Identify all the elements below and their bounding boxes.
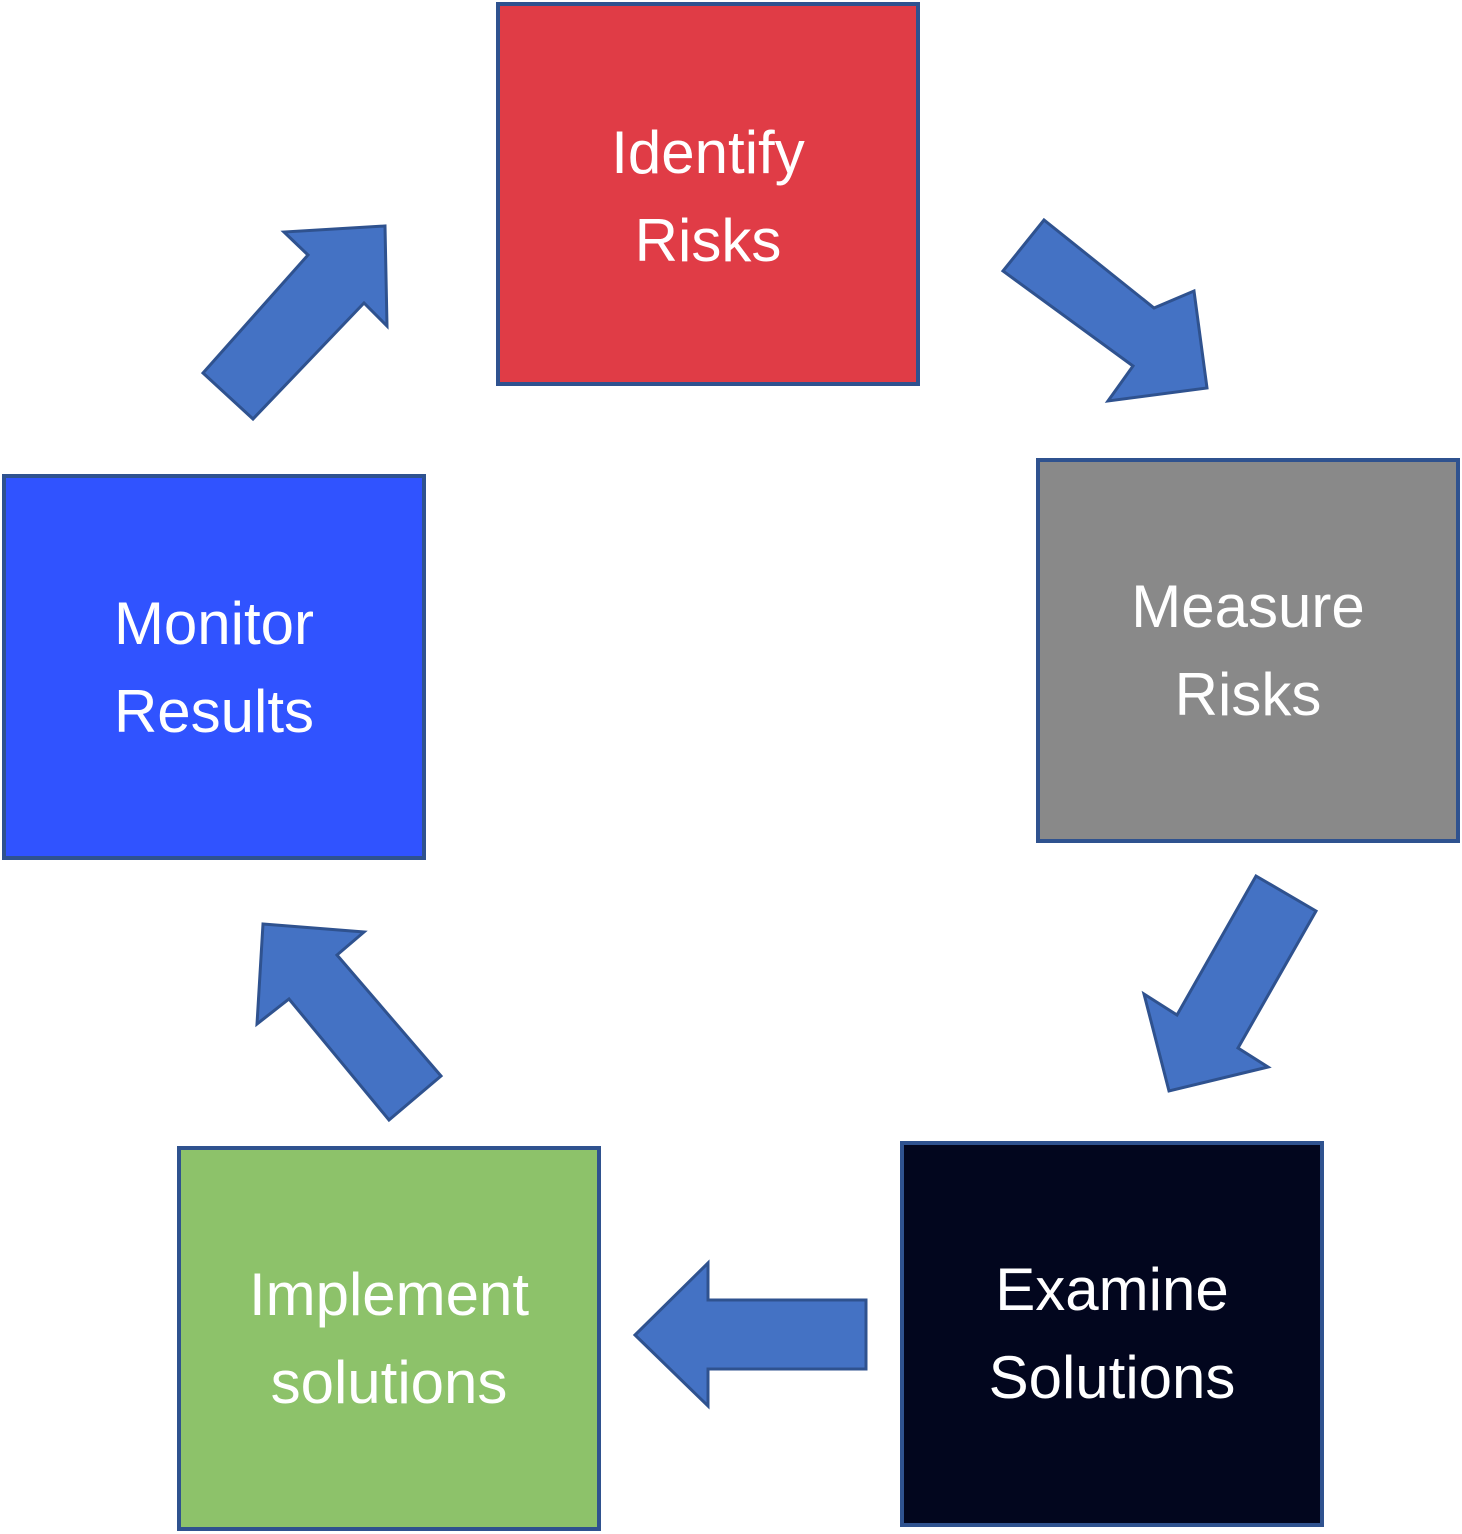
step-monitor-results: Monitor Results [2,474,426,860]
step-examine-solutions: Examine Solutions [900,1141,1324,1527]
arrow-monitor-to-identify [200,224,389,422]
step-examine-line2: Solutions [988,1344,1236,1411]
step-identify-risks: Identify Risks [496,2,920,386]
arrow-implement-to-monitor [255,922,444,1123]
step-measure-risks: Measure Risks [1036,458,1460,843]
step-measure-line1: Measure [1131,572,1365,640]
step-implement-line1: Implement [248,1260,530,1328]
arrow-examine-to-implement [632,1259,868,1410]
step-examine-line1: Examine [995,1256,1229,1323]
step-measure-line2: Risks [1174,660,1322,728]
step-identify-line1: Identify [611,119,805,186]
step-monitor-line1: Monitor [113,590,315,657]
step-implement-line2: solutions [270,1348,508,1416]
arrow-measure-to-examine [1141,873,1319,1093]
step-implement-solutions: Implement solutions [177,1146,601,1531]
step-monitor-line2: Results [113,678,315,745]
arrow-identify-to-measure [1000,217,1209,403]
step-identify-line2: Risks [634,207,782,274]
